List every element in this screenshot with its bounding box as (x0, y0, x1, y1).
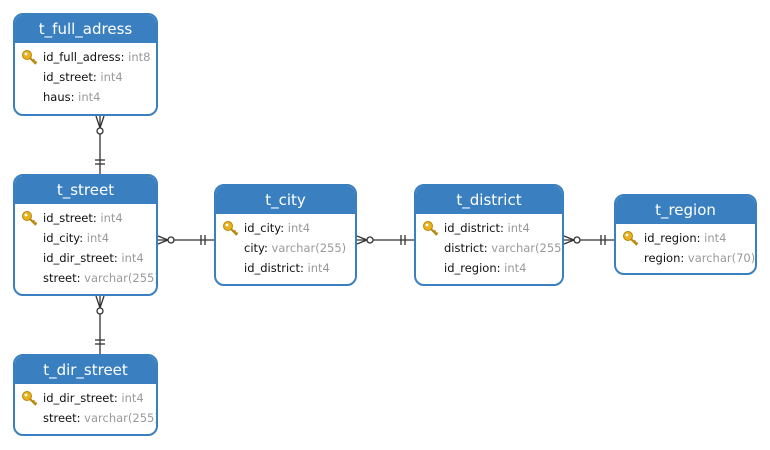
field-type: varchar(70) (687, 251, 756, 265)
field-separator: : (696, 231, 705, 245)
field-row[interactable]: id_full_adress: int8 (15, 47, 156, 67)
table-title: t_district (416, 186, 562, 214)
field-separator: : (483, 241, 492, 255)
field-separator: : (92, 70, 101, 84)
field-name: haus (43, 90, 71, 104)
field-type: int4 (504, 261, 527, 275)
table-title: t_street (15, 176, 156, 204)
field-name: id_street (43, 70, 93, 84)
field-row[interactable]: id_dir_street: int4 (15, 388, 156, 408)
field-separator: : (113, 251, 122, 265)
field-separator: : (70, 90, 79, 104)
field-row[interactable]: district: varchar(255) (416, 238, 562, 258)
field-type: int4 (100, 70, 123, 84)
key-icon (623, 231, 639, 246)
field-row[interactable]: id_city: int4 (15, 228, 156, 248)
field-separator: : (280, 221, 288, 235)
connector-street-city (157, 235, 214, 245)
field-row[interactable]: city: varchar(255) (216, 238, 355, 258)
field-name: district (444, 241, 484, 255)
table-t-region[interactable]: t_region id_region: int4 region: varchar… (614, 194, 757, 275)
field-type: int4 (507, 221, 530, 235)
field-type: varchar(255) (84, 411, 158, 425)
table-t-street[interactable]: t_street id_street: int4 id_city: int4 i… (13, 174, 158, 296)
field-name: id_district (444, 221, 500, 235)
field-separator: : (500, 221, 508, 235)
field-separator: : (264, 241, 272, 255)
field-row[interactable]: id_city: int4 (216, 218, 355, 238)
field-row[interactable]: id_district: int4 (216, 258, 355, 278)
field-name: id_region (444, 261, 497, 275)
key-icon (423, 221, 439, 236)
field-name: id_dir_street (43, 391, 114, 405)
field-row[interactable]: id_region: int4 (416, 258, 562, 278)
field-type: int4 (121, 251, 144, 265)
field-separator: : (120, 50, 129, 64)
field-name: city (244, 241, 264, 255)
field-name: id_district (244, 261, 300, 275)
connector-street-dir-street (95, 295, 105, 354)
field-type: int4 (704, 231, 727, 245)
field-row[interactable]: haus: int4 (15, 87, 156, 107)
field-name: id_city (244, 221, 281, 235)
field-type: int4 (100, 211, 123, 225)
field-type: int8 (128, 50, 151, 64)
key-icon (22, 391, 38, 406)
field-separator: : (113, 391, 122, 405)
field-type: int4 (287, 221, 311, 235)
field-row[interactable]: id_dir_street: int4 (15, 248, 156, 268)
field-separator: : (76, 411, 85, 425)
table-t-full-adress[interactable]: t_full_adress id_full_adress: int8 id_st… (13, 13, 158, 116)
table-title: t_region (616, 196, 755, 224)
field-name: region (644, 251, 681, 265)
field-separator: : (76, 271, 85, 285)
field-type: varchar(255) (491, 241, 564, 255)
field-separator: : (496, 261, 505, 275)
field-name: id_full_adress (43, 50, 121, 64)
connector-city-district (356, 235, 414, 245)
field-type: varchar(255) (84, 271, 158, 285)
table-title: t_city (216, 186, 355, 214)
field-row[interactable]: id_street: int4 (15, 208, 156, 228)
field-separator: : (680, 251, 688, 265)
key-icon (223, 221, 239, 236)
table-title: t_full_adress (15, 15, 156, 43)
field-type: varchar(255) (271, 241, 347, 255)
field-row[interactable]: region: varchar(70) (616, 248, 755, 268)
field-name: id_city (43, 231, 80, 245)
field-name: street (43, 271, 77, 285)
field-name: id_region (644, 231, 697, 245)
table-t-dir-street[interactable]: t_dir_street id_dir_street: int4 street:… (13, 354, 158, 436)
field-row[interactable]: street: varchar(255) (15, 268, 156, 288)
field-separator: : (300, 261, 308, 275)
field-type: int4 (307, 261, 330, 275)
field-type: int4 (78, 90, 101, 104)
field-row[interactable]: id_region: int4 (616, 228, 755, 248)
table-t-city[interactable]: t_city id_city: int4 city: varchar(255) … (214, 184, 357, 286)
field-row[interactable]: id_district: int4 (416, 218, 562, 238)
field-name: id_street (43, 211, 93, 225)
field-name: street (43, 411, 77, 425)
field-name: id_dir_street (43, 251, 114, 265)
key-icon (22, 50, 38, 65)
connector-full-adress-street (95, 115, 105, 174)
field-type: int4 (121, 391, 144, 405)
field-separator: : (79, 231, 87, 245)
connector-district-region (563, 235, 614, 245)
key-icon (22, 211, 38, 226)
field-separator: : (92, 211, 101, 225)
table-title: t_dir_street (15, 356, 156, 384)
table-t-district[interactable]: t_district id_district: int4 district: v… (414, 184, 564, 286)
field-row[interactable]: street: varchar(255) (15, 408, 156, 428)
field-row[interactable]: id_street: int4 (15, 67, 156, 87)
field-type: int4 (86, 231, 110, 245)
